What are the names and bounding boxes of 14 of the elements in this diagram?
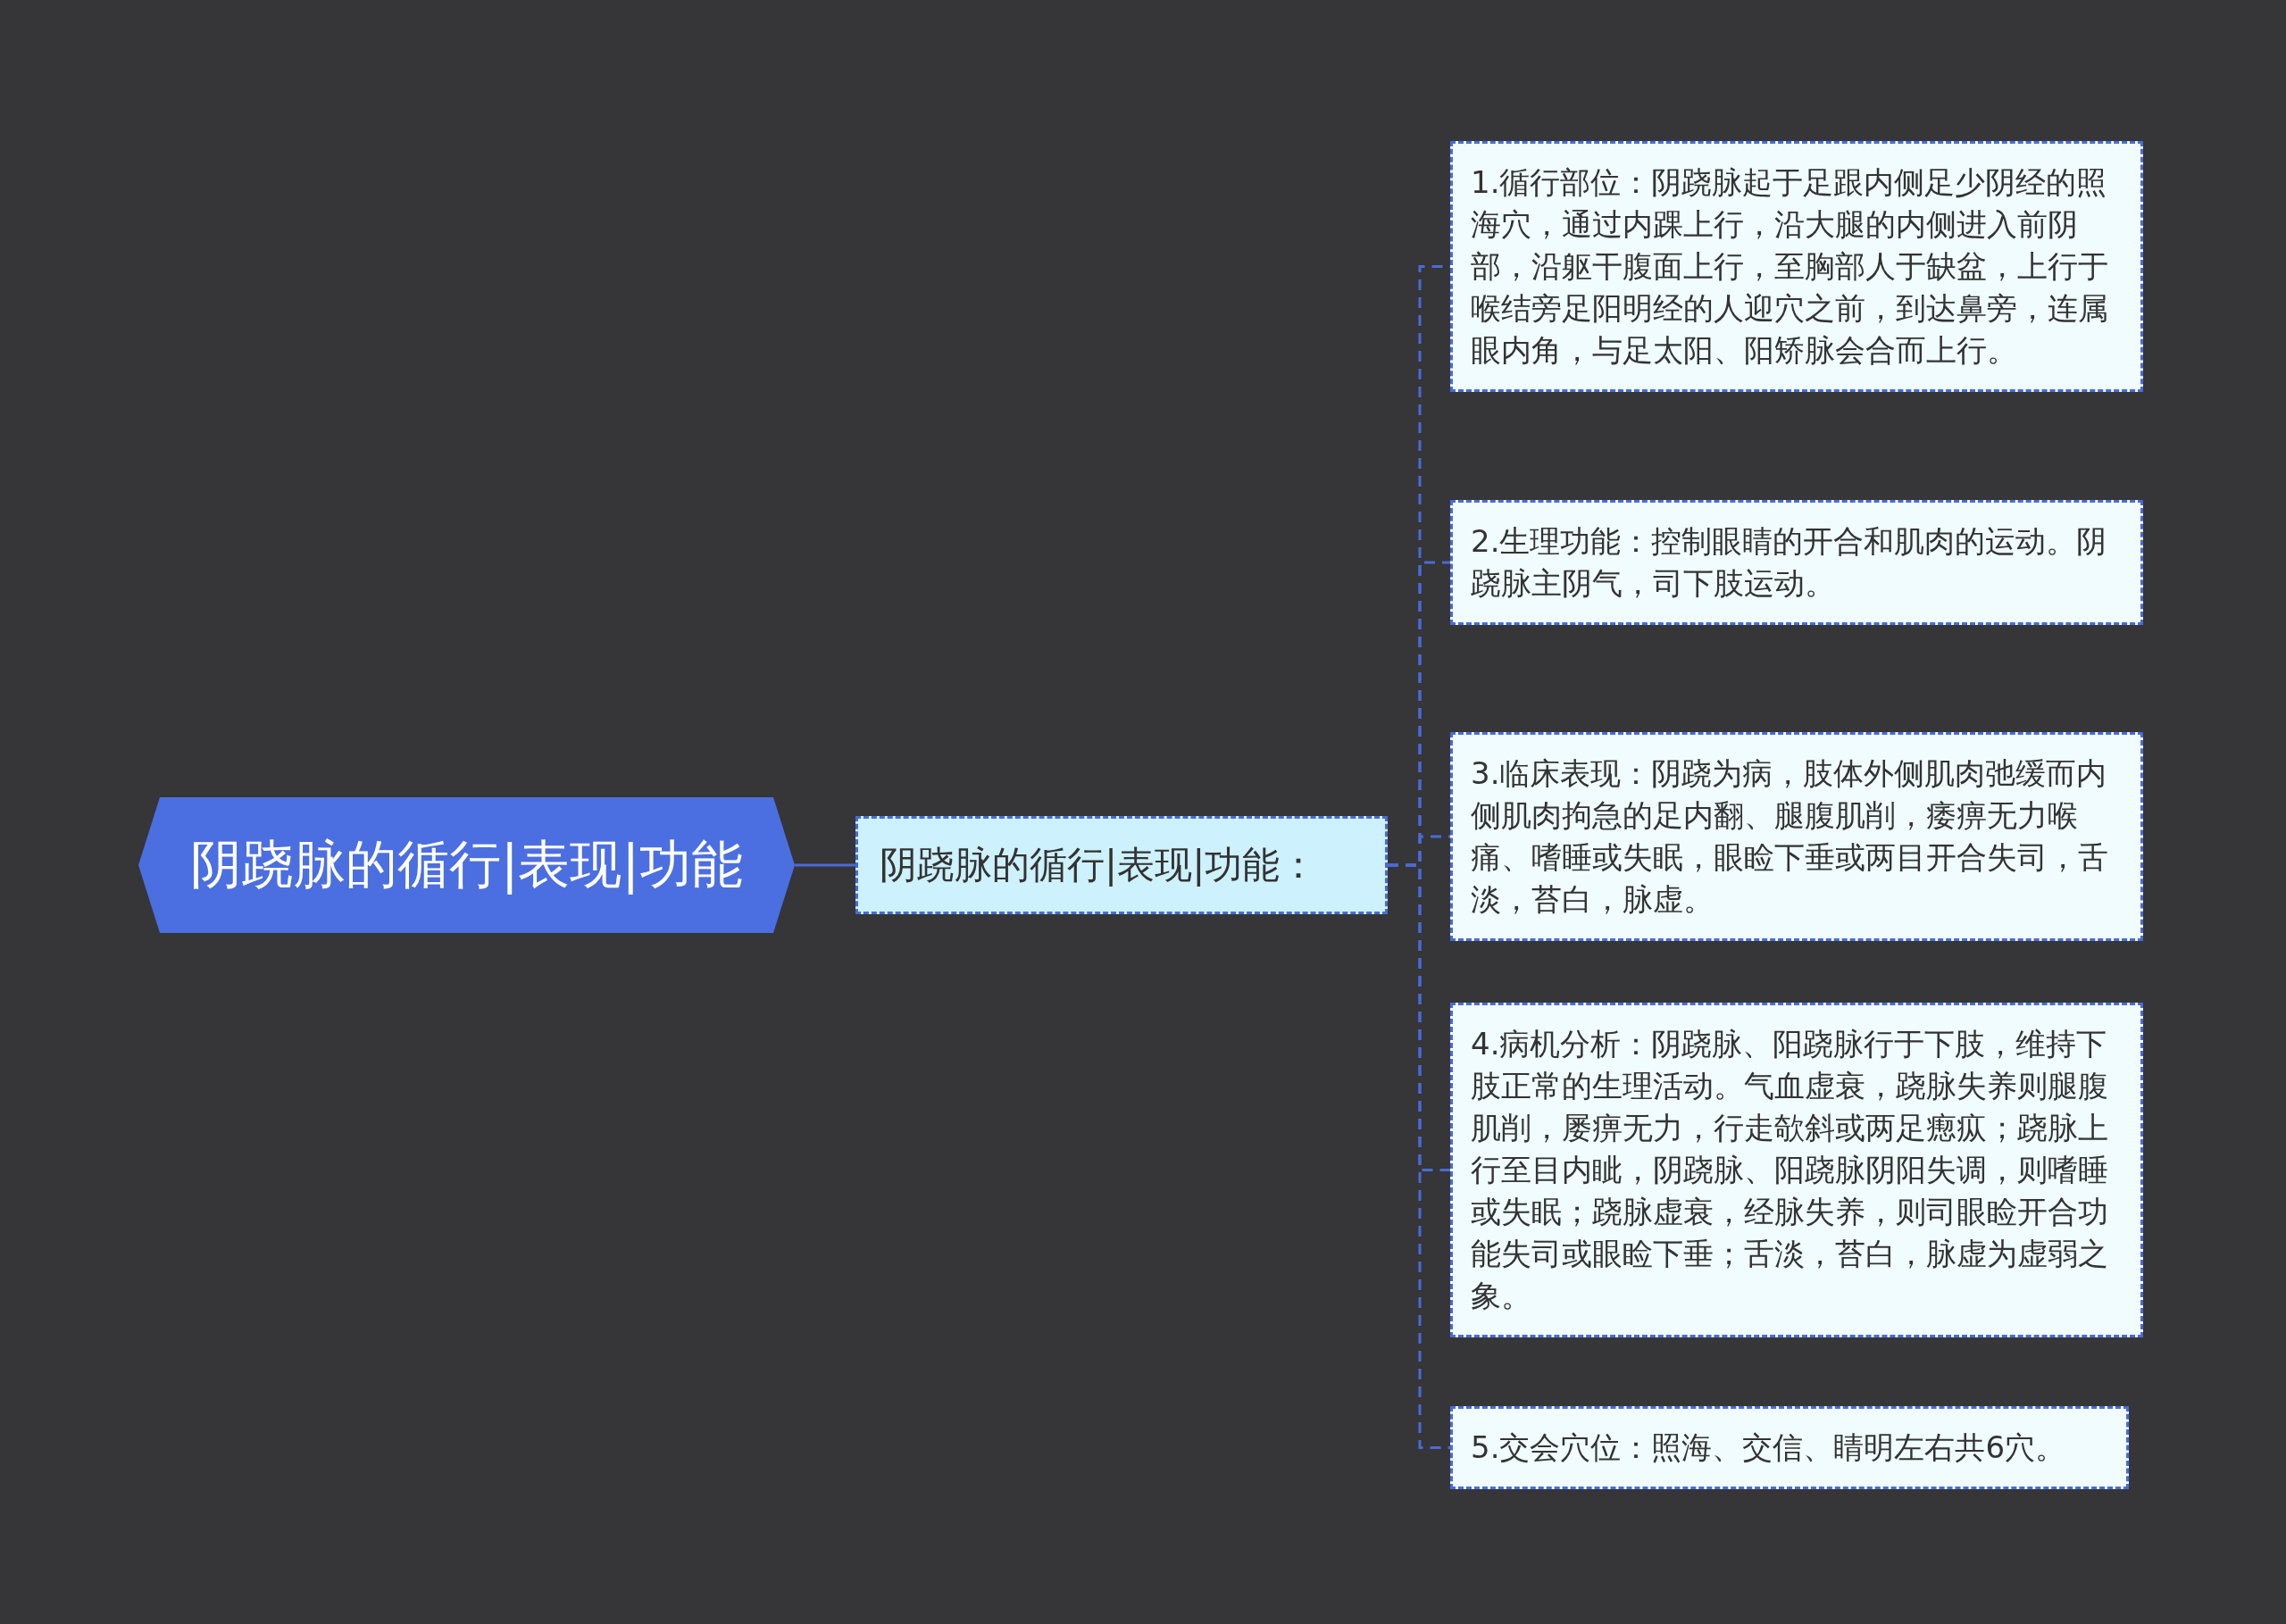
detail-box bbox=[1450, 141, 2143, 392]
subtopic-text: 阴跷脉的循行|表现|功能： bbox=[880, 842, 1318, 888]
detail-text: 2.生理功能：控制眼睛的开合和肌肉的运动。阴跷脉主阴气，司下肢运动。 bbox=[1471, 522, 2108, 603]
detail-box bbox=[1450, 1003, 2143, 1337]
detail-text: 1.循行部位：阴跷脉起于足跟内侧足少阴经的照海穴，通过内踝上行，沿大腿的内侧进入前阴部，沿躯干腹面上行，至胸部人于缺盆，上行于喉结旁足阳明经的人迎穴之前，到达鼻旁，连属眼内角，与足太阳、阳矫脉会合而上行。 bbox=[1471, 163, 2109, 370]
connector-line bbox=[795, 863, 855, 867]
detail-box bbox=[1450, 732, 2143, 941]
detail-box bbox=[1450, 1406, 2129, 1489]
topic-text: 阴跷脉的循行|表现|功能 bbox=[189, 833, 744, 896]
subtopic-box bbox=[855, 816, 1388, 914]
detail-box bbox=[1450, 500, 2143, 625]
detail-text: 5.交会穴位：照海、交信、睛明左右共6穴。 bbox=[1471, 1428, 2067, 1467]
detail-text: 3.临床表现：阴跷为病，肢体外侧肌肉弛缓而内侧肌肉拘急的足内翻、腿腹肌削，痿痹无力喉痛、嗜睡或失眠，眼睑下垂或两目开合失司，舌淡，苔白，脉虚。 bbox=[1471, 754, 2109, 919]
detail-text: 4.病机分析：阴跷脉、阳跷脉行于下肢，维持下肢正常的生理活动。气血虚衰，跷脉失养则腿腹肌削，屡痹无力，行走欹斜或两足瘛疭；跷脉上行至目内眦，阴跷脉、阳跷脉阴阳失调，则嗜睡或失眠；跷脉虚衰，经脉失养，则司眼睑开合功能失司或眼睑下垂；舌淡，苔白，脉虚为虚弱之象。 bbox=[1471, 1025, 2109, 1315]
